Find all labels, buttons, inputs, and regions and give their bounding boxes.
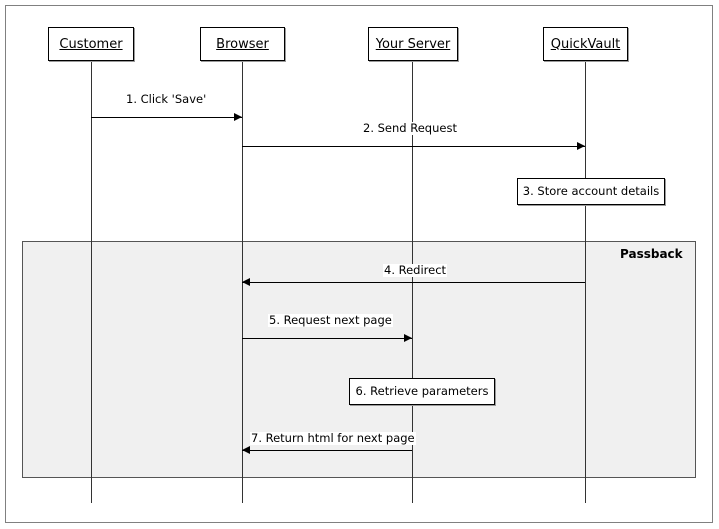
participant-box-browser[interactable]: Browser — [200, 27, 285, 61]
lifeline-quickvault-overlay — [585, 241, 586, 503]
message-label-5: 5. Request next page — [268, 313, 393, 327]
message-arrowhead-7 — [242, 446, 250, 454]
message-line-5 — [242, 338, 412, 339]
message-arrowhead-1 — [234, 113, 242, 121]
message-label-1: 1. Click 'Save' — [125, 92, 208, 106]
message-label-7: 7. Return html for next page — [250, 431, 416, 445]
action-box-3[interactable]: 3. Store account details — [517, 178, 665, 205]
message-line-2 — [242, 146, 585, 147]
message-arrowhead-5 — [404, 334, 412, 342]
participant-label-quickvault: QuickVault — [550, 36, 621, 52]
message-label-2: 2. Send Request — [362, 121, 458, 135]
participant-label-yourserver: Your Server — [375, 36, 451, 52]
message-label-4: 4. Redirect — [383, 263, 448, 277]
message-arrowhead-4 — [242, 278, 250, 286]
action-box-6[interactable]: 6. Retrieve parameters — [349, 378, 495, 405]
participant-box-customer[interactable]: Customer — [48, 27, 134, 61]
participant-label-customer: Customer — [59, 36, 123, 52]
message-line-4 — [242, 282, 585, 283]
participant-label-browser: Browser — [216, 36, 269, 52]
message-arrowhead-2 — [577, 142, 585, 150]
participant-box-quickvault[interactable]: QuickVault — [543, 27, 628, 61]
message-line-7 — [242, 450, 412, 451]
lifeline-yourserver-overlay — [412, 241, 413, 503]
fragment-passback-label: Passback — [620, 247, 683, 261]
lifeline-browser-overlay — [242, 241, 243, 503]
message-line-1 — [91, 117, 242, 118]
action-label-6: 6. Retrieve parameters — [355, 383, 489, 398]
action-label-3: 3. Store account details — [522, 183, 660, 198]
participant-box-yourserver[interactable]: Your Server — [368, 27, 458, 61]
lifeline-customer-overlay — [91, 241, 92, 503]
